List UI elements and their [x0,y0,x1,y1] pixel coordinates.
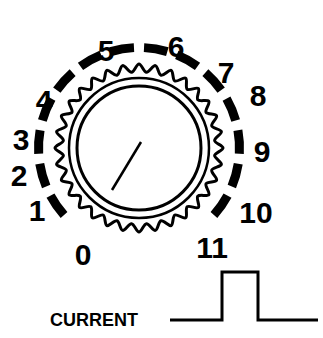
knob-pointer [112,142,141,190]
dial-number: 4 [36,86,53,116]
dial-number: 0 [75,240,92,270]
scale-dash [34,129,45,154]
dial-number: 2 [11,161,28,191]
dial-number: 10 [239,198,272,228]
knob-ring [69,78,209,218]
dial-number: 5 [98,36,115,66]
dial-number: 1 [29,196,46,226]
scale-dash [233,129,244,154]
scale-dash [53,69,75,93]
dial-number: 7 [218,58,235,88]
scale-dash [35,163,50,188]
pulse-waveform [170,272,318,320]
dial-number: 8 [250,81,267,111]
knob-face [77,86,201,210]
scale-dash [144,43,169,56]
knob-serration [55,64,223,232]
scale-dash [223,96,240,121]
scale-dash [47,193,68,217]
scale-dash [211,193,232,217]
dial-number: 11 [196,233,228,263]
dial-number: 3 [13,125,30,155]
signal-name: CURRENT [50,311,138,329]
dial-number: 6 [168,32,185,62]
scale-dash [228,163,243,188]
dial-number: 9 [254,137,271,167]
